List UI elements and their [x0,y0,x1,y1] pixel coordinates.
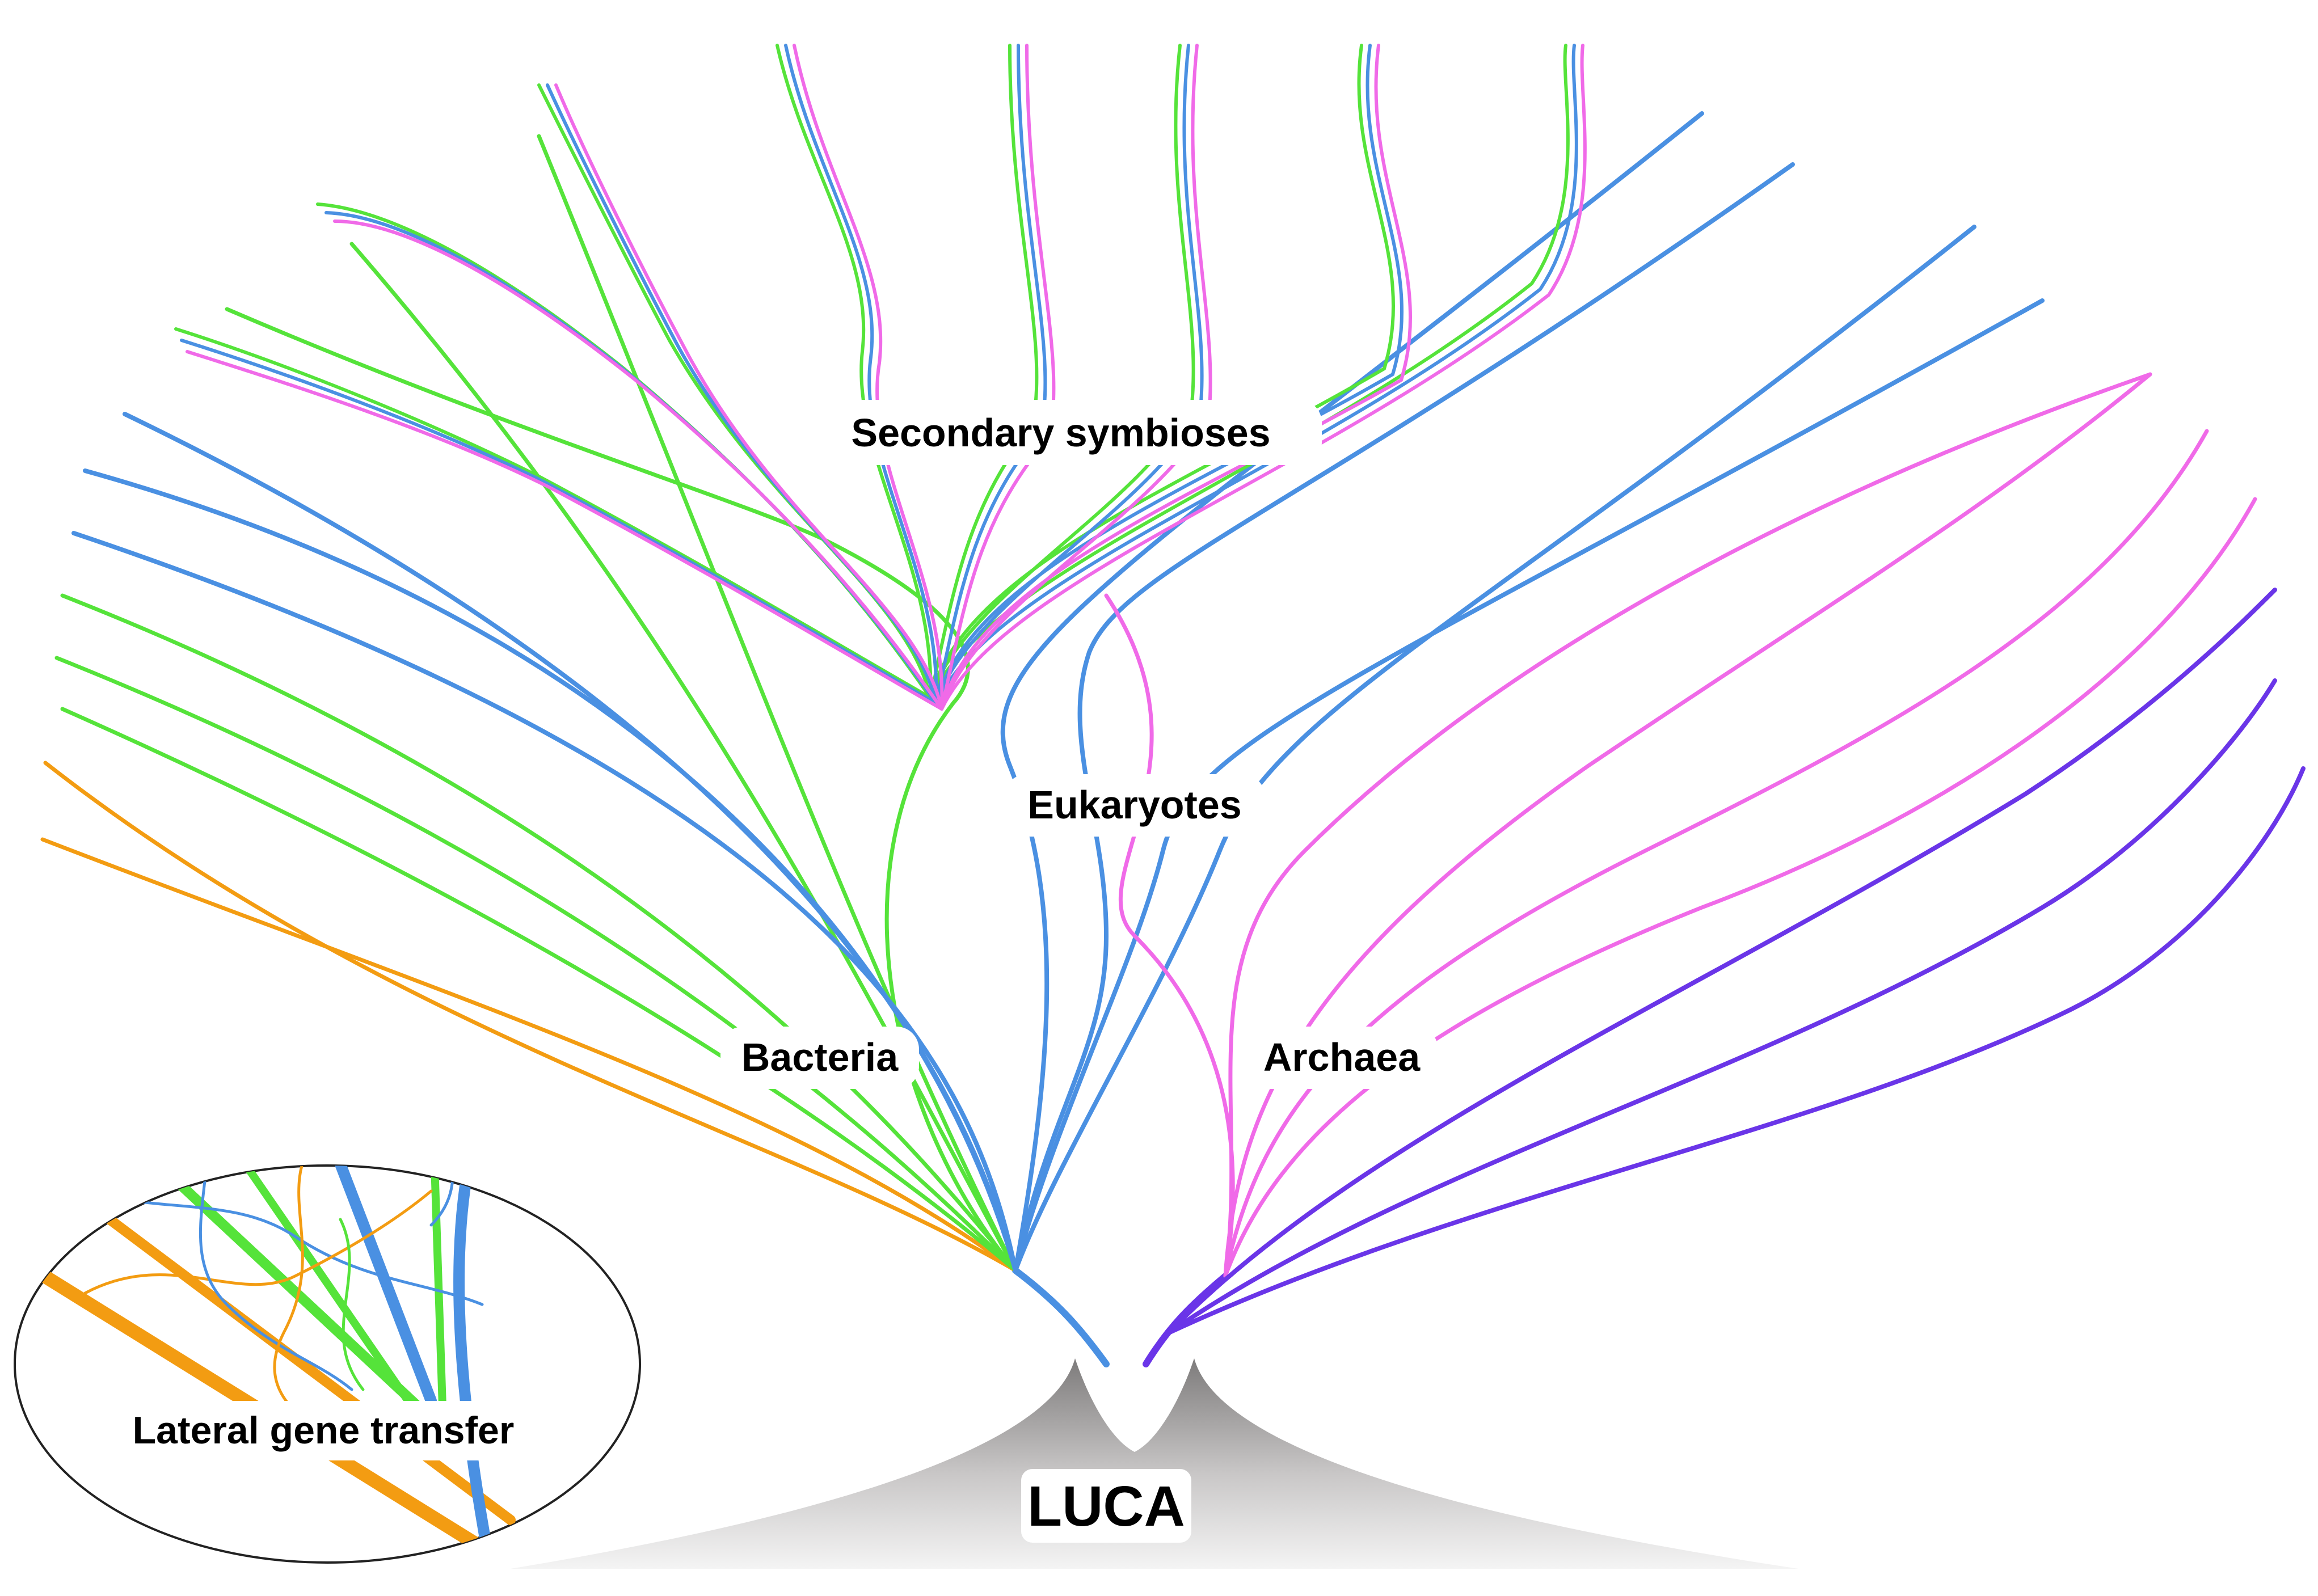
archaea-purple-branches [1166,588,2306,1335]
lateral-gene-transfer-label: Lateral gene transfer [133,1409,515,1452]
archaea-pink-branches [1104,372,2257,1278]
luca-label-bg [1021,1469,1191,1543]
archaea-label: Archaea [1263,1035,1421,1079]
bacteria-orange-branches [40,761,1018,1273]
bacteria-label: Bacteria [741,1035,899,1079]
secondary-label-bg [817,400,1322,465]
secondary-symbioses-label: Secondary symbioses [851,411,1270,455]
archaea-label-bg [1245,1027,1438,1089]
lgt-inset [14,1164,641,1564]
eukaryotes-label: Eukaryotes [1027,783,1241,827]
bacteria-label-bg [720,1027,919,1089]
bacteria-trunk [1012,1267,1110,1367]
luca-label: LUCA [1027,1475,1185,1538]
lgt-label-bg [91,1401,556,1460]
secondary-symbioses-bundles [174,44,1587,711]
luca-root-shape [511,1358,1798,1569]
bacteria-blue-branches [71,111,2045,1273]
bacteria-green-branches [54,134,1018,1273]
eukaryotes-label-bg [1004,774,1265,837]
